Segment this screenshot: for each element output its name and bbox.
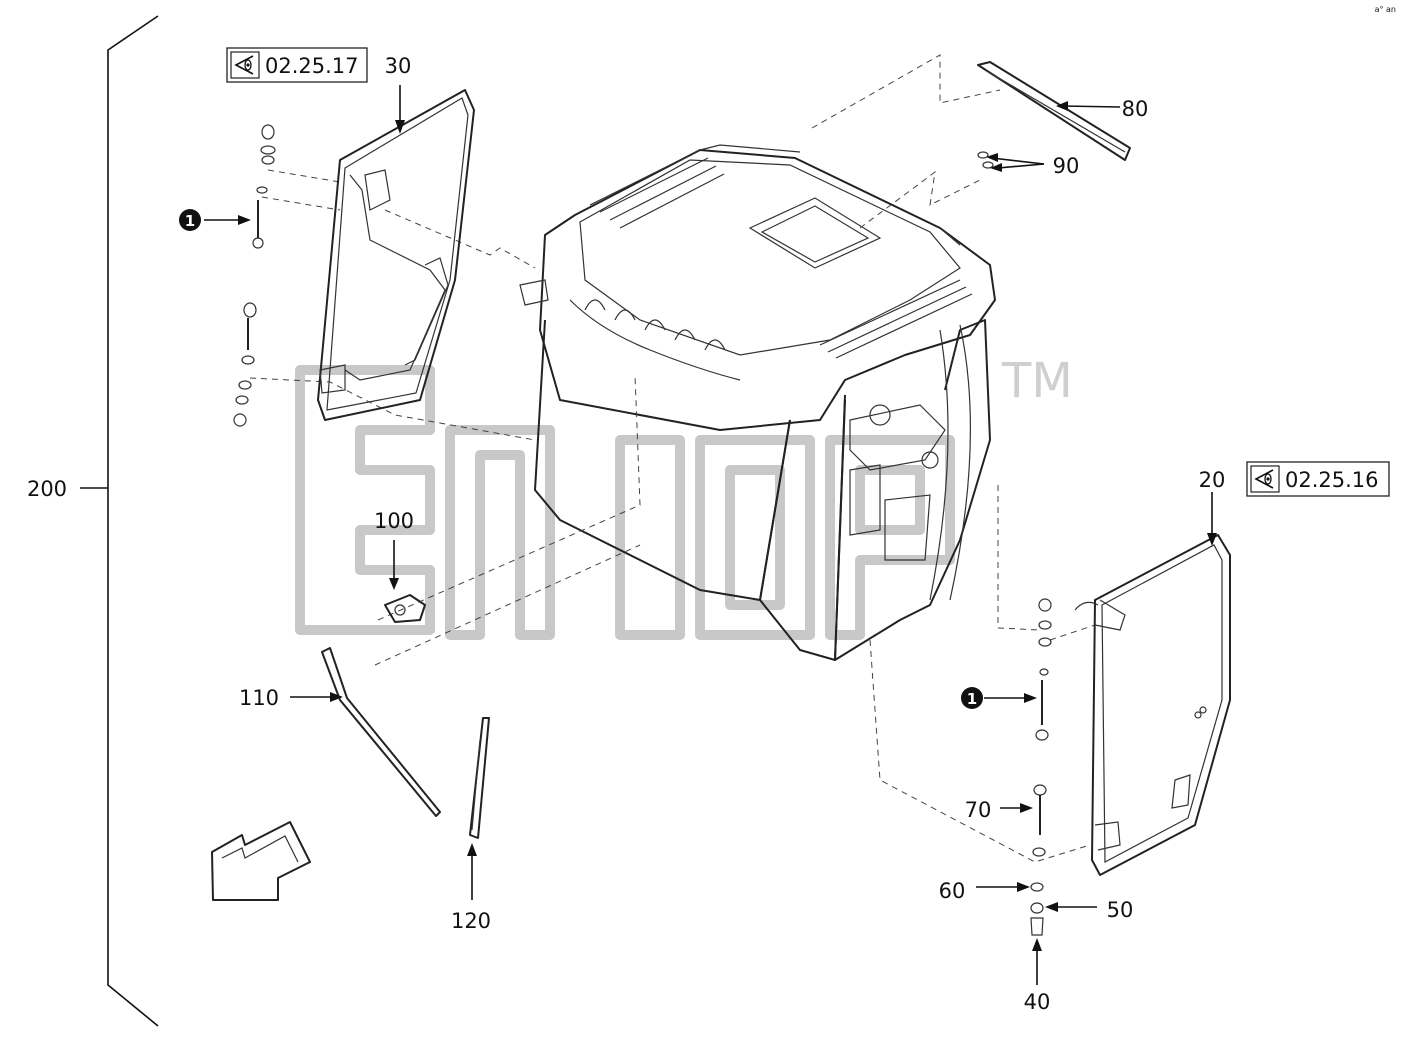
label-60: 60 [939, 879, 966, 903]
label-120: 120 [451, 909, 491, 933]
left-door [317, 89, 475, 421]
reference-label-right: 02.25.16 [1285, 468, 1379, 492]
watermark-logo: TM [295, 353, 1073, 640]
svg-text:1: 1 [185, 212, 195, 230]
label-30: 30 [385, 54, 412, 78]
wiper-motor [384, 594, 426, 623]
view-direction-arrow [211, 821, 311, 901]
wiper-arm [321, 647, 441, 817]
label-leaders [204, 85, 1217, 985]
svg-text:1: 1 [967, 690, 977, 708]
label-50: 50 [1107, 898, 1134, 922]
eye-view-icon [1254, 469, 1274, 489]
cab-body [519, 144, 996, 661]
dashed-leaders [249, 54, 1096, 863]
reference-box-right[interactable]: 02.25.16 [1246, 461, 1390, 497]
label-100: 100 [374, 509, 414, 533]
trademark-mark: TM [1001, 353, 1073, 409]
reference-box-left[interactable]: 02.25.17 [226, 47, 368, 83]
note-marker-right: 1 [961, 687, 983, 709]
label-200: 200 [27, 477, 67, 501]
seal-strip [977, 61, 1131, 161]
wiper-blade [469, 717, 490, 839]
label-20: 20 [1199, 468, 1226, 492]
eye-view-icon [234, 55, 254, 75]
corner-mark: a° an [1375, 5, 1396, 14]
label-90: 90 [1053, 154, 1080, 178]
label-70: 70 [965, 798, 992, 822]
left-fasteners [233, 124, 276, 427]
right-door [1074, 534, 1231, 876]
reference-label-left: 02.25.17 [265, 54, 359, 78]
label-80: 80 [1122, 97, 1149, 121]
label-40: 40 [1024, 990, 1051, 1014]
label-110: 110 [239, 686, 279, 710]
note-marker-left: 1 [179, 209, 201, 231]
clips [977, 151, 994, 169]
right-fasteners [1030, 598, 1052, 936]
assembly-bracket [80, 15, 159, 1027]
